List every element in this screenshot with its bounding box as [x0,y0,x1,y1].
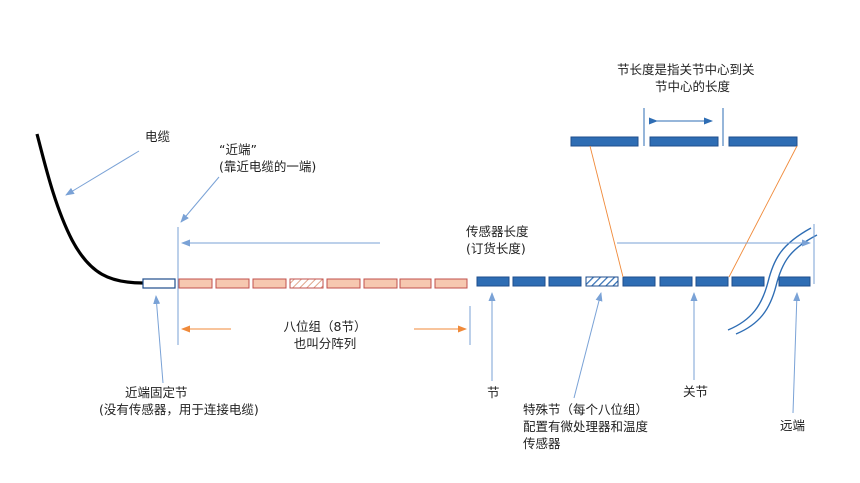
zoomed-segment [570,136,639,147]
blue-segments [476,276,811,287]
zoomed-segment [728,136,798,147]
distal-callout-arrow [792,292,801,414]
octet-segment [215,278,250,289]
proximal-fixed-segment [142,278,176,289]
octet-line1: 八位组（8节） [283,319,367,334]
sensor-length-label: 传感器长度 (订货长度) [466,223,529,257]
distal-label: 远端 [780,418,806,433]
break-line [735,234,818,335]
octet-label: 八位组（8节） 也叫分阵列 [265,318,385,352]
proximal-label-line1: “近端” [219,142,257,157]
octet-segment [434,278,468,289]
break-line [727,227,812,331]
special-line1: 特殊节（每个八位组） [523,402,649,417]
special-segment [585,276,619,287]
fixed-segment-line2: (没有传感器，用于连接电缆) [99,402,259,417]
zoom-line [728,145,798,278]
blue-segment [476,276,510,287]
octet-segment [252,278,287,289]
cable-label: 电缆 [145,129,171,144]
octet-segment [178,278,213,289]
segment-label: 节 [487,385,500,400]
joint-label: 关节 [683,384,709,399]
zoomed-segment [649,136,719,147]
proximal-callout-arrow [180,176,220,223]
sensor-length-line1: 传感器长度 [466,224,529,239]
special-segment-label: 特殊节（每个八位组） 配置有微处理器和温度 传感器 [523,401,648,452]
special-segment-callout-arrow [573,292,603,399]
fixed-segment-line1: 近端固定节 [125,385,188,400]
octet-line2: 也叫分阵列 [293,336,357,351]
octet-segment [326,278,361,289]
segment-length-line2: 节中心的长度 [655,79,731,94]
proximal-label-line2: (靠近电缆的一端) [219,159,317,174]
segment-length-label: 节长度是指关节中心到关 节中心的长度 [617,61,755,95]
fixed-segment-callout-arrow [153,295,164,384]
proximal-label: “近端” (靠近电缆的一端) [219,141,316,175]
sensor-length-line2: (订货长度) [466,241,526,256]
cable-callout-arrow [65,150,140,196]
fixed-segment-label: 近端固定节 (没有传感器，用于连接电缆) [99,384,259,418]
blue-segment [659,276,693,287]
zoomed-segments [570,136,798,147]
octet-segment-special [289,278,324,289]
blue-segment [731,276,765,287]
octet-segments [178,278,468,289]
blue-segment [622,276,656,287]
distal-segment [778,276,811,287]
blue-segment [548,276,582,287]
special-line3: 传感器 [523,436,561,451]
octet-segment [399,278,432,289]
special-line2: 配置有微处理器和温度 [523,419,649,434]
zoom-line [589,145,624,278]
blue-segment [512,276,546,287]
segment-length-line1: 节长度是指关节中心到关 [617,62,755,77]
blue-segment [695,276,729,287]
cable-curve [35,133,144,285]
octet-segment [363,278,398,289]
